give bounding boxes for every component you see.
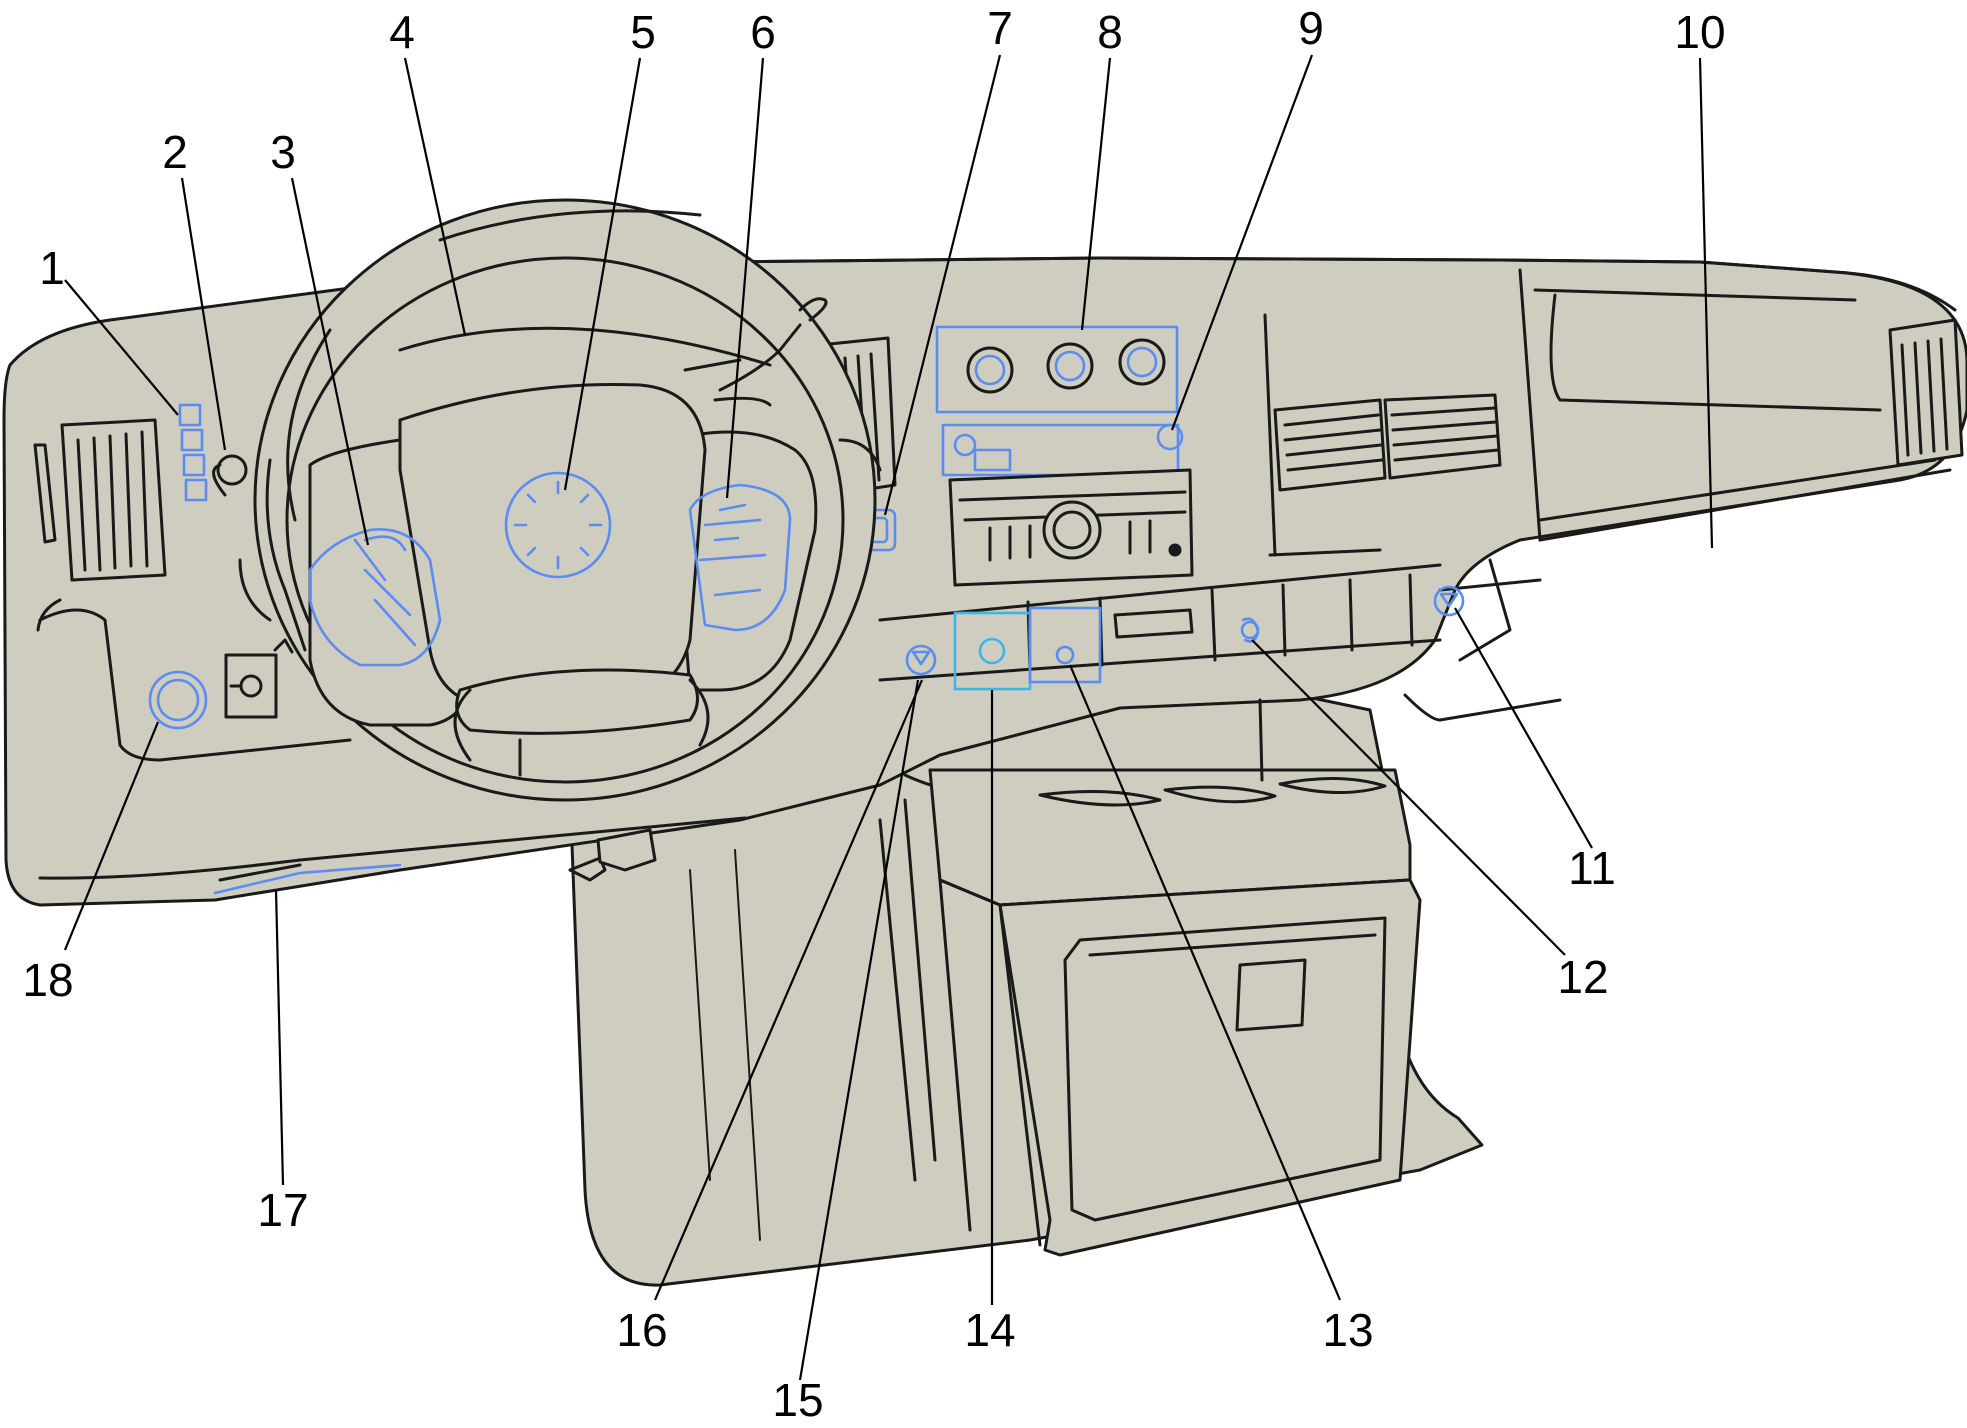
callout-5: 5 (630, 6, 656, 58)
callout-6: 6 (750, 6, 776, 58)
callout-4: 4 (389, 6, 415, 58)
callout-8: 8 (1097, 6, 1123, 58)
radio-unit (941, 423, 1194, 587)
callout-18: 18 (22, 954, 73, 1006)
callout-7: 7 (987, 2, 1013, 54)
callout-11: 11 (1568, 842, 1616, 894)
callout-17: 17 (257, 1184, 308, 1236)
callout-9: 9 (1298, 2, 1324, 54)
callout-1: 1 (39, 242, 65, 294)
callout-3: 3 (270, 126, 296, 178)
callout-labels: 1 2 3 4 5 6 7 8 9 10 11 12 13 14 15 16 1… (22, 2, 1725, 1426)
center-right-air-vents (1273, 393, 1502, 492)
callout-15: 15 (772, 1374, 823, 1426)
center-console (570, 683, 1484, 1287)
left-air-vent (33, 418, 167, 582)
callout-16: 16 (616, 1304, 667, 1356)
callout-12: 12 (1557, 951, 1608, 1003)
callout-13: 13 (1322, 1304, 1373, 1356)
callout-2: 2 (162, 126, 188, 178)
leader-lines (63, 54, 1714, 1381)
climate-control-panel (935, 325, 1179, 414)
callout-14: 14 (964, 1304, 1015, 1356)
steering-wheel-controls (308, 471, 792, 667)
callout-10: 10 (1674, 6, 1725, 58)
switch-bank (878, 563, 1465, 691)
right-air-vent (1888, 318, 1964, 467)
knee-bolster-edge (213, 863, 402, 895)
